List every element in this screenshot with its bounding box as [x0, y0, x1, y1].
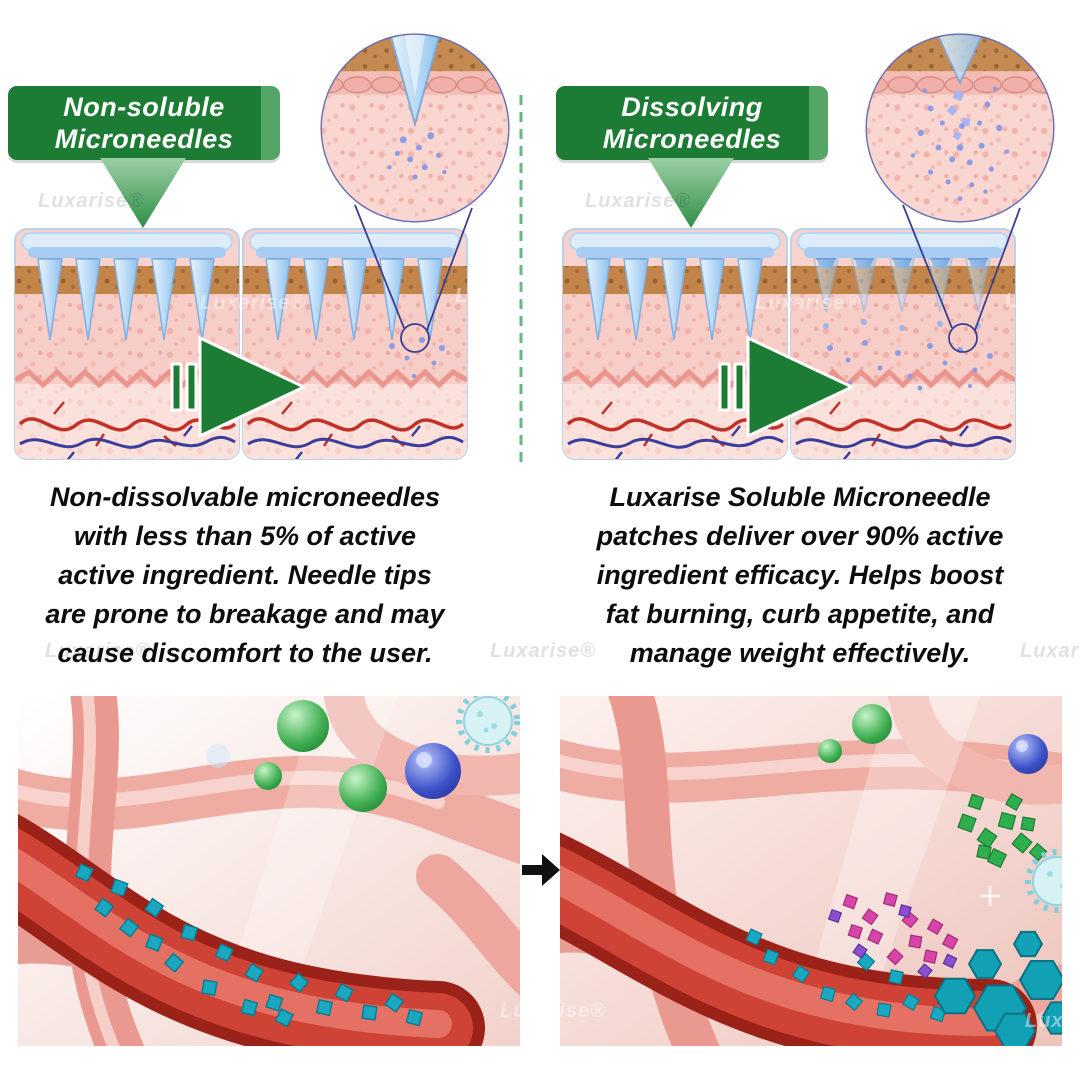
magnifier-inset-left — [319, 32, 511, 224]
left-description-line: active ingredient. Needle tips — [58, 560, 432, 590]
spiky-ball-icon — [456, 696, 520, 753]
left-description-line: cause discomfort to the user. — [57, 638, 433, 668]
right-description-line: patches deliver over 90% active — [596, 521, 1004, 551]
nutrient-spheres — [206, 700, 461, 812]
light-funnel — [800, 696, 980, 1036]
blood-vessel — [560, 832, 1037, 1046]
left-description-line: Non-dissolvable microneedles — [49, 482, 441, 512]
right-description-line: Luxarise Soluble Microneedle — [609, 482, 991, 512]
right-description: Luxarise Soluble Microneedle patches del… — [555, 478, 1045, 673]
teal-hexagons — [933, 930, 1062, 1046]
left-description-line: are prone to breakage and may — [45, 599, 445, 629]
particle-burst — [745, 792, 1048, 1023]
bottom-arrow-icon — [522, 854, 560, 886]
transition-arrow-icon-left — [170, 336, 306, 438]
transition-arrow-icon-right — [718, 336, 854, 438]
right-badge-line1: Dissolving — [621, 92, 763, 122]
nutrient-spheres — [818, 704, 1048, 774]
spiky-ball-icon — [1025, 849, 1062, 913]
left-badge-pointer-icon — [100, 158, 186, 228]
left-description-line: with less than 5% of active — [73, 521, 417, 551]
left-badge: Non-soluble Microneedles — [8, 86, 280, 160]
blood-vessel — [18, 814, 485, 1046]
right-description-line: fat burning, curb appetite, and — [605, 599, 995, 629]
teal-particles — [74, 863, 424, 1028]
bloodstream-after-illustration — [560, 696, 1062, 1046]
left-description: Non-dissolvable microneedles with less t… — [5, 478, 485, 673]
right-badge: Dissolving Microneedles — [556, 86, 828, 160]
right-badge-line2: Microneedles — [602, 124, 782, 154]
right-badge-pointer-icon — [648, 158, 734, 228]
left-badge-line1: Non-soluble — [63, 92, 225, 122]
right-description-line: manage weight effectively. — [629, 638, 971, 668]
watermark: Luxarise® — [455, 285, 562, 307]
sparkle-icon — [980, 886, 1000, 906]
bloodstream-before-illustration — [18, 696, 520, 1046]
magnifier-inset-right — [864, 32, 1056, 224]
watermark: Luxarise® — [1005, 290, 1080, 312]
left-badge-line2: Microneedles — [54, 124, 234, 154]
right-description-line: ingredient efficacy. Helps boost — [596, 560, 1004, 590]
